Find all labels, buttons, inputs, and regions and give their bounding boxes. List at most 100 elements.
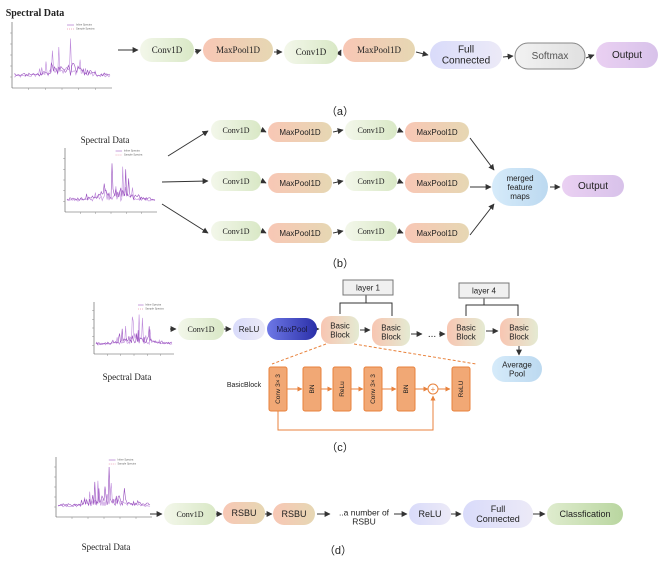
c-detail-box-5-label: ReLU [458,380,465,397]
legend-text: Sample Spectra [76,27,95,31]
legend-text: Inline Spectra [145,303,161,307]
c-conv-box-label: Conv1D [187,325,214,334]
b-row2-box-1-label: MaxPool1D [279,229,321,238]
b-output-box [562,175,624,197]
b-row2-arrow-1 [332,229,344,236]
b-in-arrow-bot [161,203,209,234]
b-row1-box-0-label: Conv1D [222,177,249,186]
c-layer1-box [342,279,394,296]
c-detail-box-4-label: BN [403,384,410,393]
c-detail-box-1 [302,366,322,412]
legend-text: Inline Spectra [124,149,140,153]
b-row2-box-2 [345,221,397,241]
b-row0-box-1 [268,122,332,142]
b-row2-box-3 [405,223,469,243]
c-zoom-line-left [271,343,327,365]
c-basic-block-3 [500,318,538,346]
a-box-5 [514,42,586,70]
c-layer1-box-label: layer 1 [356,283,381,292]
a-box-3 [343,38,415,62]
a-spectral-title: Spectral Data [6,8,65,19]
a-arrow-4 [415,50,429,57]
b-row1-box-1 [268,173,332,193]
b-row0-box-2 [345,120,397,140]
a-box-1-label: MaxPool1D [216,45,261,55]
b-row2-box-2-label: Conv1D [357,227,384,236]
c-detail-box-0-label: Conv 3× 3 [275,374,282,404]
d-classification-box [547,503,623,525]
b-row2-arrow-2 [396,228,404,234]
c-zoom-line-right [353,343,477,365]
c-add-node [427,383,439,395]
c-layer4-bracket [465,304,519,316]
b-merged-box [492,168,548,206]
c-layer4-box [458,282,510,299]
a-arrow-3 [335,49,342,57]
b-spectral-title: Spectral Data [81,135,130,145]
b-in-arrow-top [167,130,209,157]
b-row1-arrow-2 [396,178,404,184]
d-rsbu1-box [223,502,265,524]
c-relu-box [233,318,265,340]
d-conv-box [164,503,216,525]
c-spectral-title: Spectral Data [103,372,152,382]
b-output-box-label: Output [578,181,608,192]
a-arrow-5 [502,53,514,60]
b-row0-box-1-label: MaxPool1D [279,128,321,137]
legend-text: Inline Spectra [76,23,92,27]
a-caption: （a） [326,105,354,118]
d-rsbu2-box-label: RSBU [281,509,306,519]
c-detail-box-3 [363,366,383,412]
d-relu-box-label: ReLU [418,509,441,519]
c-layer4-box-label: layer 4 [472,286,497,295]
d-relu-box [409,503,451,525]
c-basicblock-label: BasicBlock [227,382,262,389]
d-fc-box [463,500,533,528]
b-row0-arrow-1 [332,128,344,135]
a-box-5-label: Softmax [532,51,569,62]
a-box-0 [140,38,194,62]
b-row2-box-0 [211,221,261,241]
b-row1-arrow-1 [332,179,344,186]
b-merge-arrow-bot [469,203,495,236]
c-maxpool-box-label: MaxPool [276,325,307,334]
c-conv-box [178,318,224,340]
c-detail-box-1-label: BN [309,384,316,393]
a-arrow-6 [585,54,595,60]
b-row0-box-3 [405,122,469,142]
b-row1-box-0 [211,171,261,191]
b-row1-box-2 [345,171,397,191]
c-detail-box-5 [451,366,471,412]
b-row0-arrow-2 [396,127,404,133]
d-rsbu1-box-label: RSBU [231,508,256,518]
legend-text: Sample Spectra [117,462,136,466]
d-classification-box-label: Classfication [559,509,610,519]
b-row1-arrow-0 [259,177,267,184]
b-row0-box-0-label: Conv1D [222,126,249,135]
b-caption: （b） [326,257,354,270]
c-caption: （c） [326,441,354,454]
d-rsbu2-box [273,503,315,525]
a-box-4 [430,41,502,69]
b-row1-box-3-label: MaxPool1D [416,179,458,188]
a-box-6-label: Output [612,50,642,61]
a-box-2-label: Conv1D [296,47,327,57]
c-basic-block-2 [447,318,485,346]
a-arrow-1 [194,48,202,55]
legend-text: Inline Spectra [117,458,133,462]
b-row0-arrow-0 [259,126,267,133]
b-row2-box-0-label: Conv1D [222,227,249,236]
a-box-1 [203,38,273,62]
